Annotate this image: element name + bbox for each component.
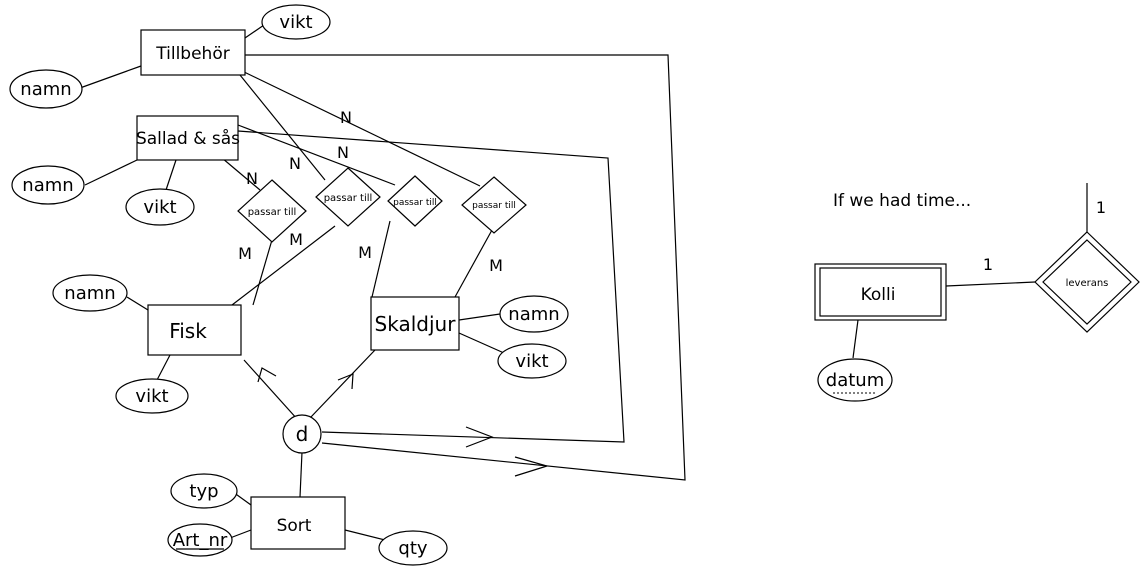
attr-sort-typ-label: typ: [189, 481, 218, 502]
line-d-skaldjur: [309, 349, 376, 419]
line-sallad-vikt: [165, 159, 177, 191]
rel-passar-till-1: passar till: [237, 179, 307, 243]
line-r3-skaldjur: [371, 220, 391, 298]
attr-sallad-namn: namn: [11, 165, 85, 205]
line-skaldjur-vikt: [458, 332, 505, 354]
card-one-kolli: 1: [983, 255, 993, 274]
line-sallad-namn: [84, 159, 138, 186]
line-r2-fisk: [231, 225, 336, 306]
attr-sort-typ: typ: [170, 473, 238, 509]
entity-sort-label: Sort: [277, 516, 312, 536]
attr-kolli-datum: datum: [817, 358, 893, 402]
arrow-tillbehor-subset: [514, 456, 550, 477]
rel-passar-till-4-label: passar till: [472, 201, 516, 211]
card-n-tillbehor-r2: N: [289, 154, 301, 173]
card-m-r3-skaldjur: M: [358, 243, 372, 262]
card-n-sallad-r3: N: [337, 143, 349, 162]
attr-sort-artnr: Art_nr: [167, 523, 233, 557]
line-sort-artnr: [229, 529, 252, 539]
line-r4-skaldjur: [454, 229, 493, 298]
cardinality-labels: N N N N M M M M 1 1: [238, 108, 1106, 275]
line-skaldjur-namn: [458, 313, 501, 321]
line-sallad-r3: [237, 124, 396, 186]
attr-sort-qty-label: qty: [398, 538, 427, 559]
attr-tillbehor-namn-label: namn: [20, 79, 71, 100]
attr-sallad-namn-label: namn: [22, 175, 73, 196]
note-if-we-had-time: If we had time...: [833, 191, 971, 211]
attr-skaldjur-vikt-label: vikt: [515, 351, 548, 372]
line-kolli-leverans: [945, 281, 1036, 287]
card-n-tillbehor-r4: N: [340, 108, 352, 127]
attr-tillbehor-namn: namn: [9, 69, 83, 109]
rel-passar-till-3: passar till: [387, 175, 443, 227]
attr-tillbehor-vikt-label: vikt: [279, 12, 312, 33]
line-fisk-namn: [126, 296, 149, 311]
line-tillbehor-d: [245, 54, 686, 481]
line-tillbehor-vikt: [244, 24, 265, 39]
attr-kolli-datum-label: datum: [826, 370, 884, 391]
entity-tillbehor-label: Tillbehör: [155, 44, 229, 64]
attr-sort-artnr-label: Art_nr: [173, 530, 228, 551]
rel-passar-till-4: passar till: [461, 176, 527, 234]
attr-fisk-namn-label: namn: [64, 283, 115, 304]
line-d-sort: [299, 451, 303, 498]
line-d-fisk: [243, 359, 299, 421]
rel-passar-till-2: passar till: [315, 167, 381, 227]
card-m-r4-skaldjur: M: [489, 256, 503, 275]
entity-sort: Sort: [250, 496, 346, 550]
card-one-leverans: 1: [1096, 198, 1106, 217]
card-n-sallad-r1: N: [246, 169, 258, 188]
attr-fisk-vikt: vikt: [115, 378, 189, 414]
entity-kolli-weak: Kolli: [814, 263, 947, 321]
line-tillbehor-namn: [79, 65, 142, 89]
attr-tillbehor-vikt: vikt: [261, 4, 331, 40]
rel-leverans-identifying: leverans: [1034, 231, 1140, 333]
attr-skaldjur-vikt: vikt: [497, 343, 567, 379]
line-sort-qty: [344, 529, 386, 541]
arrow-sallad-subset: [465, 426, 494, 448]
rel-passar-till-3-label: passar till: [393, 198, 437, 208]
line-fisk-vikt: [156, 354, 171, 381]
line-tillbehor-r4: [239, 69, 481, 187]
connector-lines: [79, 24, 1088, 541]
arrow-fisk-subset: [257, 367, 277, 383]
isa-disjoint-label: d: [296, 422, 309, 446]
entity-sallad: Sallad & sås: [136, 115, 240, 161]
attr-skaldjur-namn-label: namn: [508, 304, 559, 325]
attr-sallad-vikt-label: vikt: [143, 197, 176, 218]
attr-fisk-vikt-label: vikt: [135, 386, 168, 407]
entity-kolli-label: Kolli: [861, 285, 896, 305]
entity-skaldjur-label: Skaldjur: [375, 312, 457, 336]
card-m-r1-fisk: M: [238, 244, 252, 263]
line-sallad-r1: [221, 157, 261, 191]
entity-tillbehor: Tillbehör: [140, 29, 246, 76]
attr-skaldjur-namn: namn: [499, 295, 569, 333]
arrow-skaldjur-subset: [337, 373, 354, 390]
line-r1-fisk: [252, 232, 275, 306]
line-kolli-datum: [852, 319, 859, 359]
card-m-r2-fisk: M: [289, 230, 303, 249]
isa-disjoint-circle: d: [282, 414, 322, 454]
rel-leverans-label: leverans: [1066, 278, 1109, 289]
attr-sort-qty: qty: [378, 530, 448, 566]
line-sallad-d: [237, 130, 625, 443]
rel-passar-till-2-label: passar till: [324, 193, 373, 204]
entity-fisk: Fisk: [147, 304, 242, 356]
attr-sallad-vikt: vikt: [125, 188, 195, 226]
entity-sallad-label: Sallad & sås: [136, 128, 240, 149]
rel-passar-till-1-label: passar till: [248, 207, 297, 218]
line-tillbehor-r2: [239, 74, 326, 181]
entity-fisk-label: Fisk: [169, 319, 207, 343]
entity-skaldjur: Skaldjur: [370, 296, 460, 351]
attr-fisk-namn: namn: [52, 274, 128, 312]
